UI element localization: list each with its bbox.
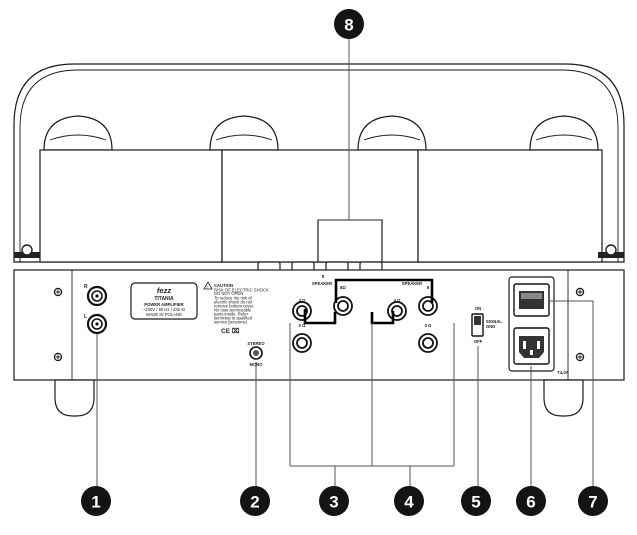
callout-8: 8 bbox=[334, 9, 364, 39]
tube-4 bbox=[529, 115, 599, 151]
wire-right-link bbox=[370, 311, 395, 325]
caution-line-5: parts inside. Refer bbox=[214, 312, 249, 317]
right-0ohm-label: 0 Ω bbox=[425, 323, 432, 328]
caution-line-2: electric shock do not bbox=[214, 300, 253, 305]
left-4ohm-label: 4 Ω bbox=[299, 298, 306, 303]
foot-right bbox=[543, 379, 584, 417]
svg-text:2: 2 bbox=[250, 493, 259, 512]
speaker-post-right-4ohm[interactable] bbox=[387, 301, 407, 321]
caution-subtitle2: DO NOT OPEN bbox=[214, 291, 243, 296]
warning-icon bbox=[203, 281, 213, 290]
caution-line-7: service personnel. bbox=[214, 320, 248, 325]
input-label-left: L bbox=[84, 314, 87, 320]
panel-screw-1 bbox=[53, 287, 63, 297]
right-speaker-title: SPEAKER bbox=[402, 281, 422, 286]
callout-5: 5 bbox=[461, 486, 491, 516]
speaker-terminals: 4 Ω SPEAKER 8Ω 0 Ω 4 Ω SPEAKER 8 0 Ω 8 bbox=[292, 274, 438, 353]
tube-cage-inner-outline bbox=[19, 69, 619, 262]
speaker-post-left-8ohm[interactable] bbox=[333, 296, 353, 316]
wire-bridge-top bbox=[334, 278, 434, 303]
rca-input-left[interactable] bbox=[86, 313, 108, 335]
leader-7 bbox=[549, 300, 594, 488]
transformer-left bbox=[39, 149, 223, 263]
tube-2 bbox=[209, 115, 279, 151]
brand-logo: fezz bbox=[157, 286, 171, 295]
panel-screw-2 bbox=[53, 352, 63, 362]
power-inlet-module: T4,0A bbox=[508, 276, 569, 375]
panel-screw-4 bbox=[575, 352, 585, 362]
left-0ohm-label: 0 Ω bbox=[299, 323, 306, 328]
wire-left-link bbox=[303, 309, 337, 325]
signal-gnd-switch[interactable]: ON SIGNAL GND OFF bbox=[471, 306, 502, 344]
origin: MADE IN POLAND bbox=[146, 312, 182, 317]
tube-1 bbox=[43, 115, 113, 151]
left-8ohm-label: 8Ω bbox=[340, 285, 346, 290]
caution-line-3: remove bottom cover. bbox=[214, 304, 254, 309]
gnd-switch-gnd-label: GND bbox=[486, 324, 495, 329]
caution-subtitle: RISK OF ELECTRIC SHOCK bbox=[214, 288, 269, 293]
transformer-right bbox=[417, 149, 603, 263]
amplifier-body bbox=[13, 63, 625, 417]
callout-3: 3 bbox=[319, 486, 349, 516]
svg-text:!: ! bbox=[207, 285, 208, 290]
rca-input-right[interactable] bbox=[86, 285, 108, 307]
svg-text:7: 7 bbox=[588, 493, 597, 512]
compliance-marks: CE ⌧ bbox=[221, 327, 240, 335]
callout-1: 1 bbox=[81, 486, 111, 516]
tube-3 bbox=[357, 115, 427, 151]
gnd-switch-off-label: OFF bbox=[474, 339, 483, 344]
caution-block: ! CAUTION RISK OF ELECTRIC SHOCK DO NOT … bbox=[203, 281, 269, 335]
label-plate: fezz TITANIA POWER AMPLIFIER ~230V / 50 … bbox=[130, 282, 198, 320]
svg-text:1: 1 bbox=[91, 493, 100, 512]
foot-left bbox=[54, 379, 95, 417]
caution-line-1: To reduce the risk of bbox=[214, 296, 253, 301]
speaker-post-left-0ohm[interactable] bbox=[292, 333, 312, 353]
mode-label-stereo: STEREO bbox=[247, 341, 265, 346]
product-type: POWER AMPLIFIER bbox=[144, 302, 183, 307]
gnd-switch-on-label: ON bbox=[475, 306, 481, 311]
caution-line-6: servicing to qualified bbox=[214, 316, 253, 321]
callout-2: 2 bbox=[240, 486, 270, 516]
svg-text:5: 5 bbox=[471, 493, 480, 512]
speaker-post-right-8ohm[interactable] bbox=[418, 296, 438, 316]
center-housing bbox=[317, 219, 383, 263]
rca-inputs: R L bbox=[84, 284, 108, 335]
gnd-switch-signal-label: SIGNAL bbox=[486, 319, 502, 324]
caution-title: CAUTION bbox=[214, 283, 233, 288]
speaker-post-left-4ohm[interactable] bbox=[292, 301, 312, 321]
svg-text:8: 8 bbox=[344, 16, 353, 35]
power-rating: ~230V / 50 Hz / 235 W bbox=[143, 307, 185, 312]
callout-7: 7 bbox=[578, 486, 608, 516]
left-speaker-title: SPEAKER bbox=[312, 281, 332, 286]
right-4ohm-label: 4 Ω bbox=[394, 298, 401, 303]
svg-text:3: 3 bbox=[329, 493, 338, 512]
panel-screw-3 bbox=[575, 287, 585, 297]
svg-text:6: 6 bbox=[526, 493, 535, 512]
side-screw-left bbox=[14, 244, 40, 258]
leader-lines bbox=[96, 35, 594, 488]
input-label-right: R bbox=[84, 284, 88, 290]
right-8ohm-label: 8 bbox=[427, 285, 430, 290]
caution-line-4: No user-serviceable bbox=[214, 308, 252, 313]
svg-text:4: 4 bbox=[404, 493, 414, 512]
speaker-post-right-0ohm[interactable] bbox=[418, 333, 438, 353]
side-screw-right bbox=[598, 244, 624, 258]
callout-4: 4 bbox=[394, 486, 424, 516]
callout-6: 6 bbox=[516, 486, 546, 516]
leader-8 bbox=[318, 35, 382, 221]
model-name: TITANIA bbox=[154, 296, 174, 302]
fuse-rating-label: T4,0A bbox=[557, 370, 568, 375]
bridge-label: 8 bbox=[322, 274, 325, 279]
